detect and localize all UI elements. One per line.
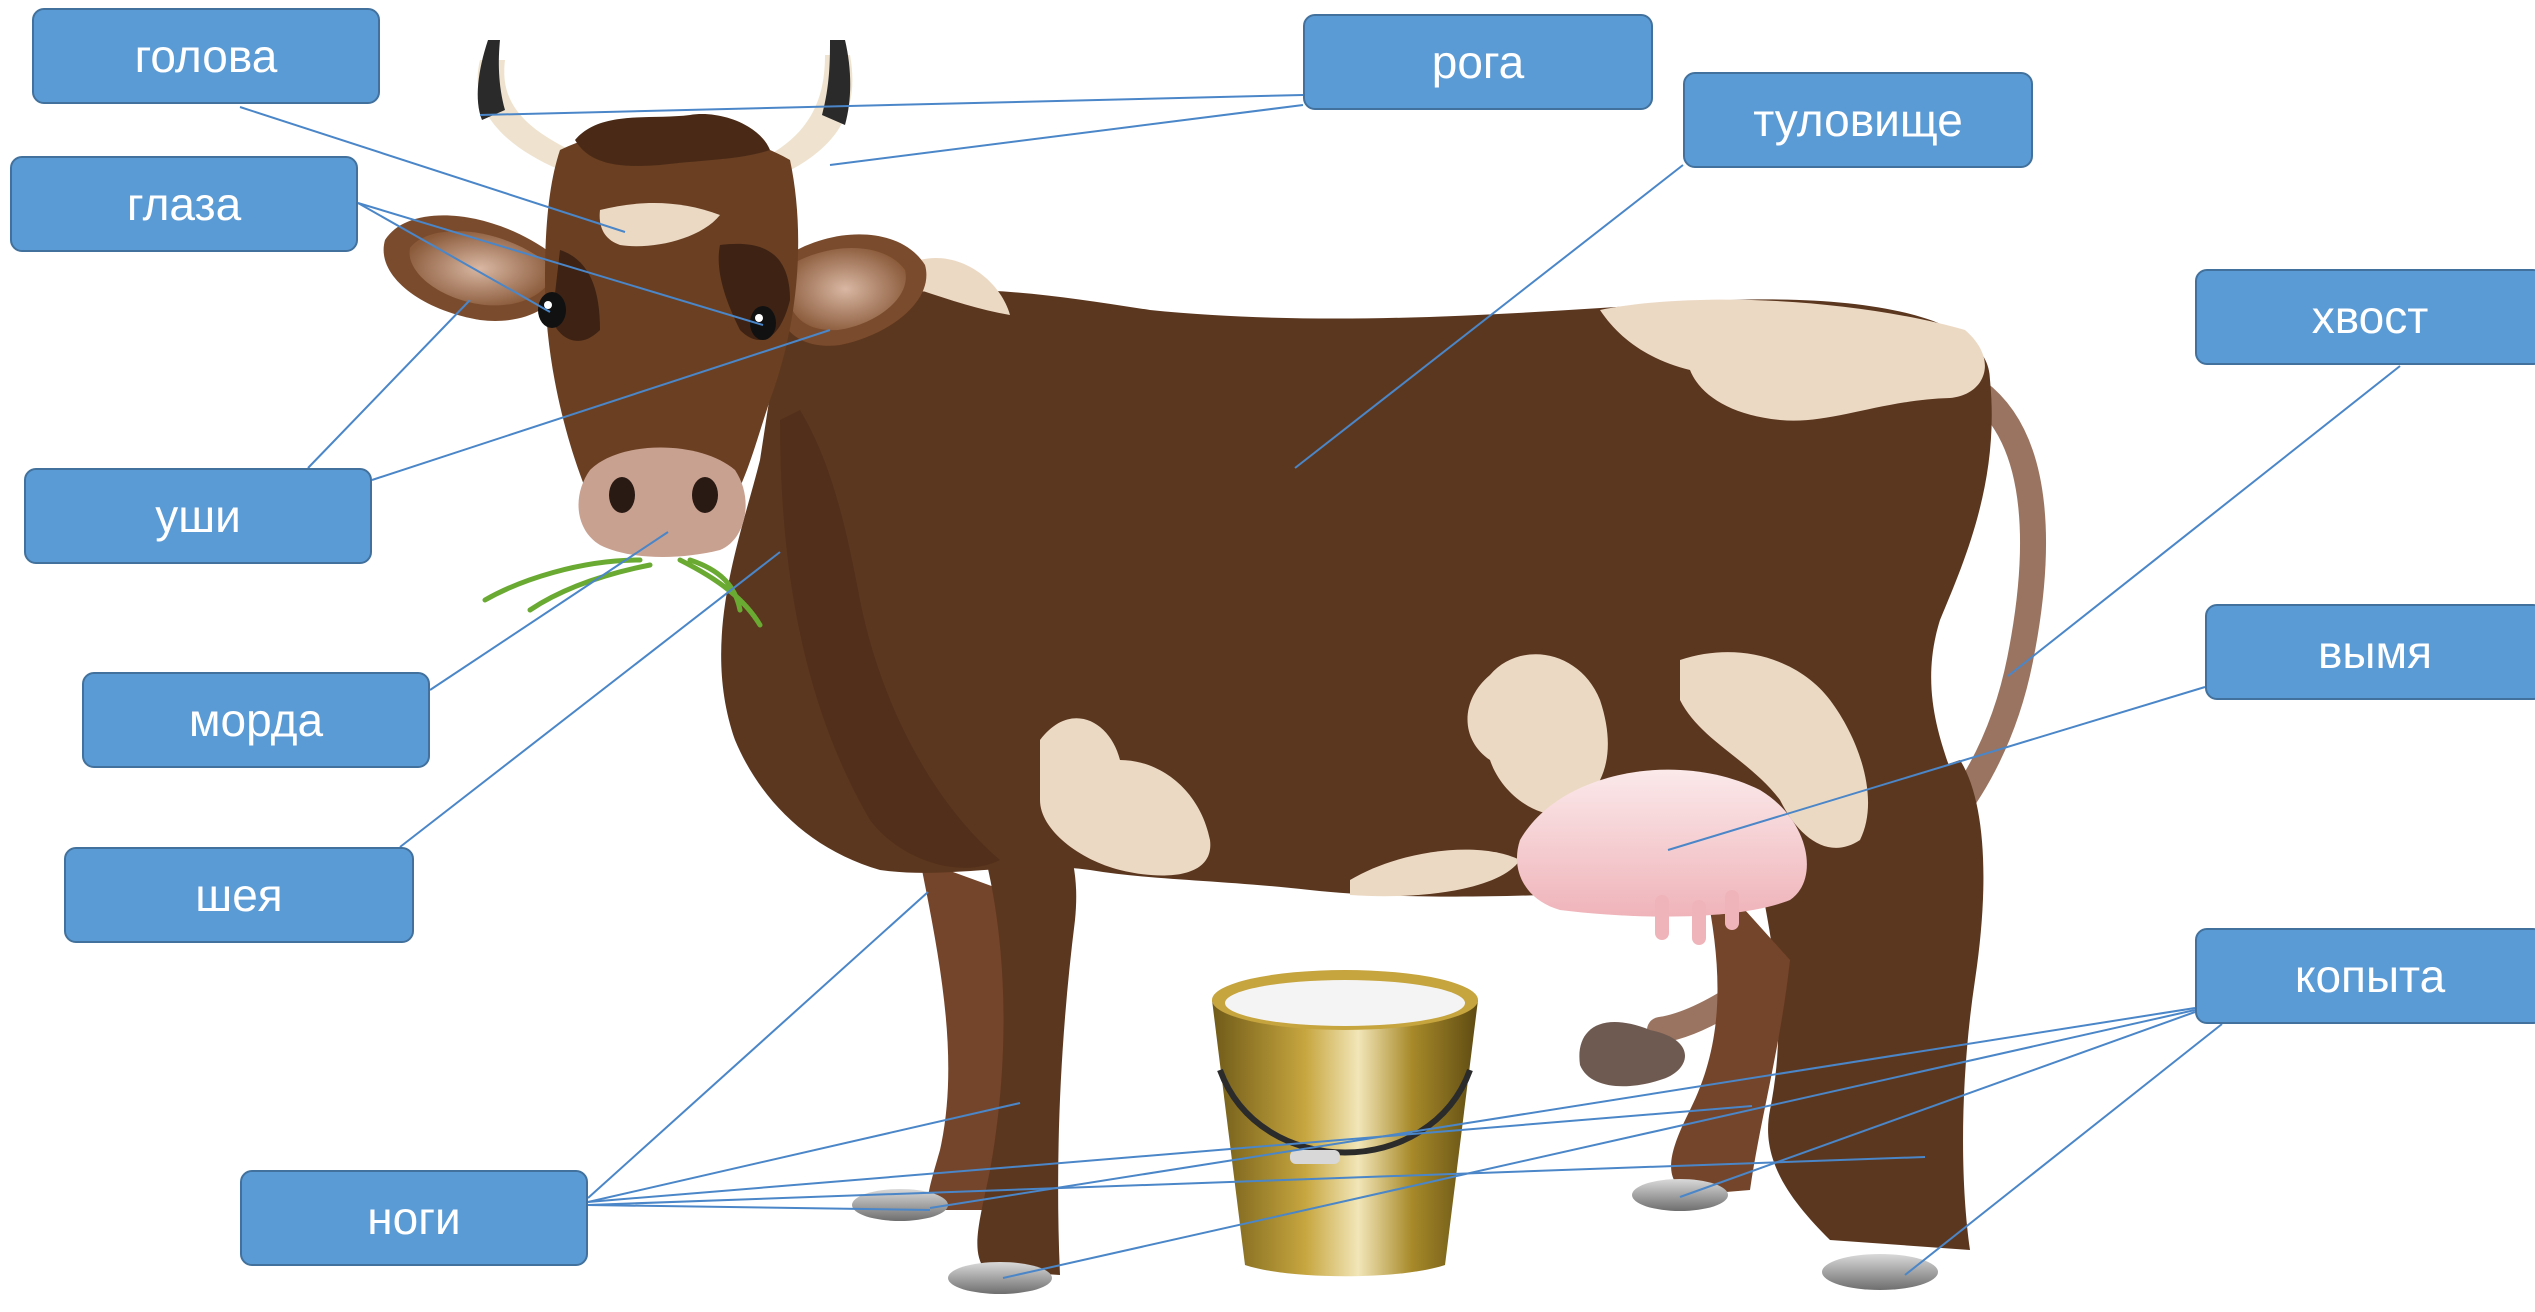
leader-neck bbox=[400, 552, 780, 847]
label-ears: уши bbox=[24, 468, 372, 564]
leader-legs-1 bbox=[588, 892, 928, 1198]
label-head-text: голова bbox=[135, 29, 278, 83]
label-body: туловище bbox=[1683, 72, 2033, 168]
label-udder: вымя bbox=[2205, 604, 2535, 700]
cow-body bbox=[721, 258, 1992, 897]
label-eyes: глаза bbox=[10, 156, 358, 252]
label-udder-text: вымя bbox=[2318, 625, 2432, 679]
label-hooves: копыта bbox=[2195, 928, 2535, 1024]
milk-bucket bbox=[1212, 970, 1478, 1276]
label-horns: рога bbox=[1303, 14, 1653, 110]
label-tail: хвост bbox=[2195, 269, 2535, 365]
label-muzzle-text: морда bbox=[189, 693, 323, 747]
label-ears-text: уши bbox=[155, 489, 241, 543]
label-muzzle: морда bbox=[82, 672, 430, 768]
label-neck: шея bbox=[64, 847, 414, 943]
leader-hooves-1 bbox=[930, 1008, 2195, 1208]
label-hooves-text: копыта bbox=[2295, 949, 2445, 1003]
label-legs: ноги bbox=[240, 1170, 588, 1266]
label-eyes-text: глаза bbox=[127, 177, 241, 231]
label-horns-text: рога bbox=[1432, 35, 1525, 89]
label-head: голова bbox=[32, 8, 380, 104]
label-legs-text: ноги bbox=[367, 1191, 460, 1245]
leader-legs-3 bbox=[588, 1106, 1752, 1202]
label-tail-text: хвост bbox=[2312, 290, 2429, 344]
leader-horns-right bbox=[830, 105, 1303, 165]
leader-horns-left bbox=[480, 95, 1303, 115]
label-body-text: туловище bbox=[1753, 93, 1963, 147]
leader-ears-left bbox=[308, 300, 470, 468]
label-neck-text: шея bbox=[195, 868, 282, 922]
